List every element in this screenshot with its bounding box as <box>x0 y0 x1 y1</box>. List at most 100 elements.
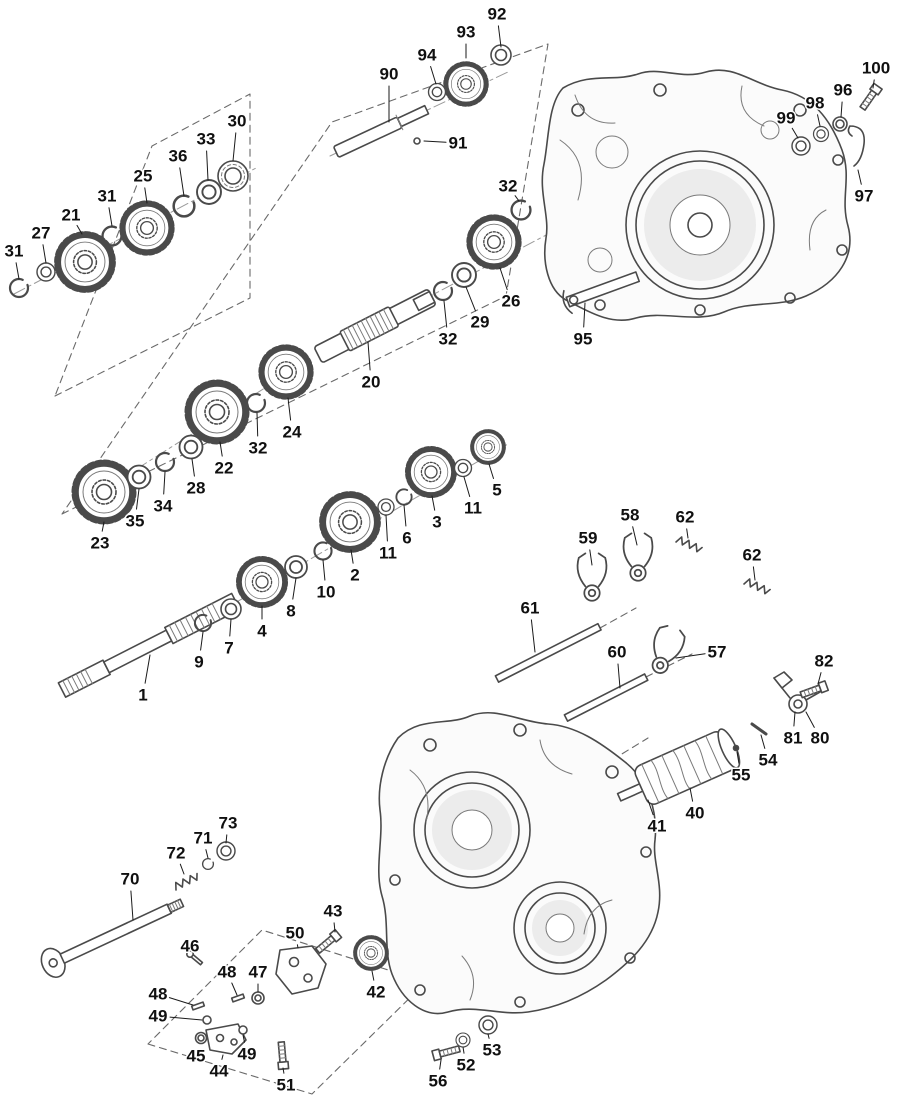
part-number-1: 1 <box>138 686 147 705</box>
part-number-31: 31 <box>98 187 117 206</box>
washer-28 <box>178 434 204 460</box>
cotter-pin-97 <box>847 125 866 167</box>
leader-line <box>791 127 799 139</box>
leader-line <box>130 890 134 921</box>
part-number-3: 3 <box>432 513 441 532</box>
washer-8 <box>284 555 308 579</box>
part-number-70: 70 <box>121 870 140 889</box>
leader-line <box>443 300 448 328</box>
snap-ring-34 <box>154 451 176 473</box>
spring-62-a <box>675 534 704 554</box>
nut-96 <box>832 116 848 132</box>
crankcase-right-half <box>541 69 851 321</box>
snap-ring-31-a <box>8 277 30 299</box>
leader-line <box>232 132 237 162</box>
part-number-96: 96 <box>834 81 853 100</box>
center-axis-lines <box>13 71 553 629</box>
leader-line <box>760 734 766 749</box>
part-number-5: 5 <box>492 481 501 500</box>
part-number-36: 36 <box>169 147 188 166</box>
countershaft-1 <box>57 592 241 698</box>
leader-line <box>292 577 297 600</box>
leader-line <box>647 799 654 816</box>
part-number-55: 55 <box>732 766 751 785</box>
part-number-42: 42 <box>367 983 386 1002</box>
leader-line <box>463 476 471 497</box>
shift-fork-57 <box>643 622 689 679</box>
leader-line <box>242 1034 245 1043</box>
leader-line <box>282 1067 285 1074</box>
part-number-71: 71 <box>194 829 213 848</box>
part-number-25: 25 <box>134 167 153 186</box>
gear-23 <box>75 463 133 521</box>
part-number-31: 31 <box>5 242 24 261</box>
nut-45 <box>194 1031 208 1045</box>
part-number-26: 26 <box>502 292 521 311</box>
washer-7 <box>220 598 242 620</box>
leader-line <box>221 1054 224 1060</box>
part-number-53: 53 <box>483 1041 502 1060</box>
shift-arm-44 <box>205 1023 247 1055</box>
shift-drum-40 <box>616 728 741 805</box>
part-number-46: 46 <box>181 937 200 956</box>
part-number-11: 11 <box>379 544 397 563</box>
leader-line <box>872 79 875 89</box>
part-number-72: 72 <box>167 844 186 863</box>
part-number-44: 44 <box>210 1062 229 1081</box>
fork-shaft-61 <box>494 622 602 683</box>
washer-27 <box>36 262 56 282</box>
snap-ring-6 <box>395 488 413 506</box>
leader-line <box>617 663 621 689</box>
part-number-9: 9 <box>194 653 203 672</box>
part-number-61: 61 <box>521 599 540 618</box>
part-number-22: 22 <box>215 459 234 478</box>
part-number-59: 59 <box>579 529 598 548</box>
leader-line <box>530 619 536 653</box>
part-number-60: 60 <box>608 643 627 662</box>
bolt-51 <box>275 1040 290 1071</box>
leader-line <box>793 711 796 727</box>
gear-2 <box>322 494 377 549</box>
pin-48-a <box>190 1001 206 1011</box>
part-number-56: 56 <box>429 1072 448 1091</box>
leader-line <box>15 262 20 280</box>
part-number-57: 57 <box>708 643 727 662</box>
snap-ring-10 <box>313 541 333 561</box>
washer-11-b <box>377 498 395 516</box>
leader-line <box>583 302 586 328</box>
gear-3 <box>408 449 454 495</box>
leader-line <box>385 514 388 542</box>
leader-line <box>231 982 238 996</box>
part-number-98: 98 <box>806 94 825 113</box>
leader-line <box>144 187 148 204</box>
bolt-100 <box>857 82 883 113</box>
leader-line <box>191 458 195 477</box>
part-number-49: 49 <box>149 1007 168 1026</box>
cam-gear-42 <box>353 935 389 971</box>
leader-line <box>287 397 292 421</box>
part-number-32: 32 <box>249 439 268 458</box>
part-number-81: 81 <box>784 729 803 748</box>
part-number-54: 54 <box>759 751 778 770</box>
leader-line <box>206 150 209 181</box>
leader-line <box>497 25 502 48</box>
leader-line <box>200 631 204 651</box>
gear-26 <box>469 217 518 266</box>
part-number-99: 99 <box>777 109 796 128</box>
part-number-8: 8 <box>286 602 295 621</box>
leader-line <box>689 787 694 802</box>
part-number-91: 91 <box>449 134 468 153</box>
shift-fork-59 <box>576 552 608 602</box>
washer-35 <box>126 464 152 490</box>
part-number-95: 95 <box>574 330 593 349</box>
part-number-40: 40 <box>686 804 705 823</box>
part-number-6: 6 <box>402 529 411 548</box>
part-number-45: 45 <box>187 1047 206 1066</box>
leader-line <box>423 140 447 143</box>
part-number-32: 32 <box>439 330 458 349</box>
return-spring-72 <box>172 871 201 891</box>
snap-ring-32-c <box>245 392 267 414</box>
dowel-pin-91 <box>413 137 421 145</box>
